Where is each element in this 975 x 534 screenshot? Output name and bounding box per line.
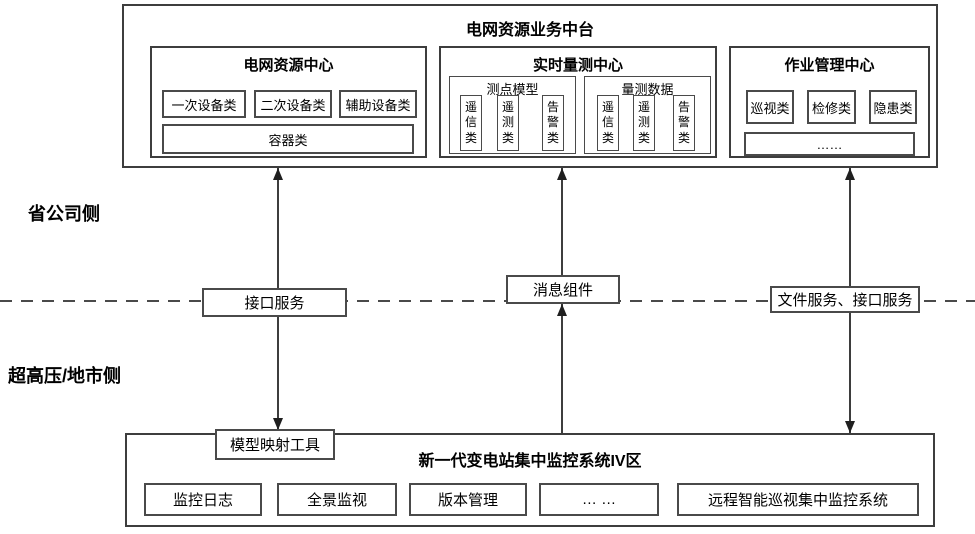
panel-realtime-measurement-center: 实时量测中心 测点模型 遥 信 类 遥 测 类 告 警 类 量测数据 遥 信 类… xyxy=(439,46,717,158)
device-class-box: 辅助设备类 xyxy=(339,90,417,118)
job-class-box: 检修类 xyxy=(807,90,856,124)
arrow-up-icon xyxy=(273,168,283,180)
mini-class-box: 告 警 类 xyxy=(673,95,695,151)
panel-title: 作业管理中心 xyxy=(784,57,875,74)
model-mapping-tool-box: 模型映射工具 xyxy=(215,429,335,460)
module-box: 版本管理 xyxy=(409,483,527,516)
arrow-up-icon xyxy=(845,168,855,180)
module-box: 全景监视 xyxy=(277,483,397,516)
panel-title: 电网资源中心 xyxy=(243,57,334,74)
group-title: 测点模型 xyxy=(486,82,539,97)
group-title: 量测数据 xyxy=(621,82,674,97)
city-side-label: 超高压/地市侧 xyxy=(8,366,122,386)
mini-class-box: 遥 测 类 xyxy=(497,95,519,151)
message-component-box: 消息组件 xyxy=(506,275,620,304)
mini-class-box: 遥 信 类 xyxy=(460,95,482,151)
mini-class-box: 遥 信 类 xyxy=(597,95,619,151)
mini-class-box: 告 警 类 xyxy=(542,95,564,151)
arrow-up-icon xyxy=(557,304,567,316)
panel-job-management-center: 作业管理中心 巡视类 检修类 隐患类 …… xyxy=(729,46,930,158)
top-platform-box: 电网资源业务中台 电网资源中心 一次设备类 二次设备类 辅助设备类 容器类 实时… xyxy=(122,4,938,168)
arrow-down-icon xyxy=(273,418,283,430)
mini-class-box: 遥 测 类 xyxy=(633,95,655,151)
top-platform-title: 电网资源业务中台 xyxy=(465,22,594,39)
more-classes-box: …… xyxy=(744,132,915,156)
province-side-label: 省公司侧 xyxy=(28,204,100,224)
arrow-up-icon xyxy=(557,168,567,180)
panel-title: 实时量测中心 xyxy=(532,57,623,74)
module-box: … … xyxy=(539,483,659,516)
file-interface-service-box: 文件服务、接口服务 xyxy=(770,286,920,313)
container-class-box: 容器类 xyxy=(162,124,414,154)
job-class-box: 巡视类 xyxy=(746,90,794,124)
module-box: 远程智能巡视集中监控系统 xyxy=(677,483,919,516)
group-measure-point-model: 测点模型 遥 信 类 遥 测 类 告 警 类 xyxy=(449,76,576,154)
module-box: 监控日志 xyxy=(144,483,262,516)
job-class-box: 隐患类 xyxy=(869,90,917,124)
interface-service-box: 接口服务 xyxy=(202,288,347,317)
arrow-down-icon xyxy=(845,421,855,433)
group-measurement-data: 量测数据 遥 信 类 遥 测 类 告 警 类 xyxy=(584,76,711,154)
device-class-box: 一次设备类 xyxy=(162,90,246,118)
panel-grid-resource-center: 电网资源中心 一次设备类 二次设备类 辅助设备类 容器类 xyxy=(150,46,427,158)
boundary-dashed-line xyxy=(0,300,975,302)
bottom-system-title: 新一代变电站集中监控系统IV区 xyxy=(418,453,642,470)
device-class-box: 二次设备类 xyxy=(254,90,332,118)
